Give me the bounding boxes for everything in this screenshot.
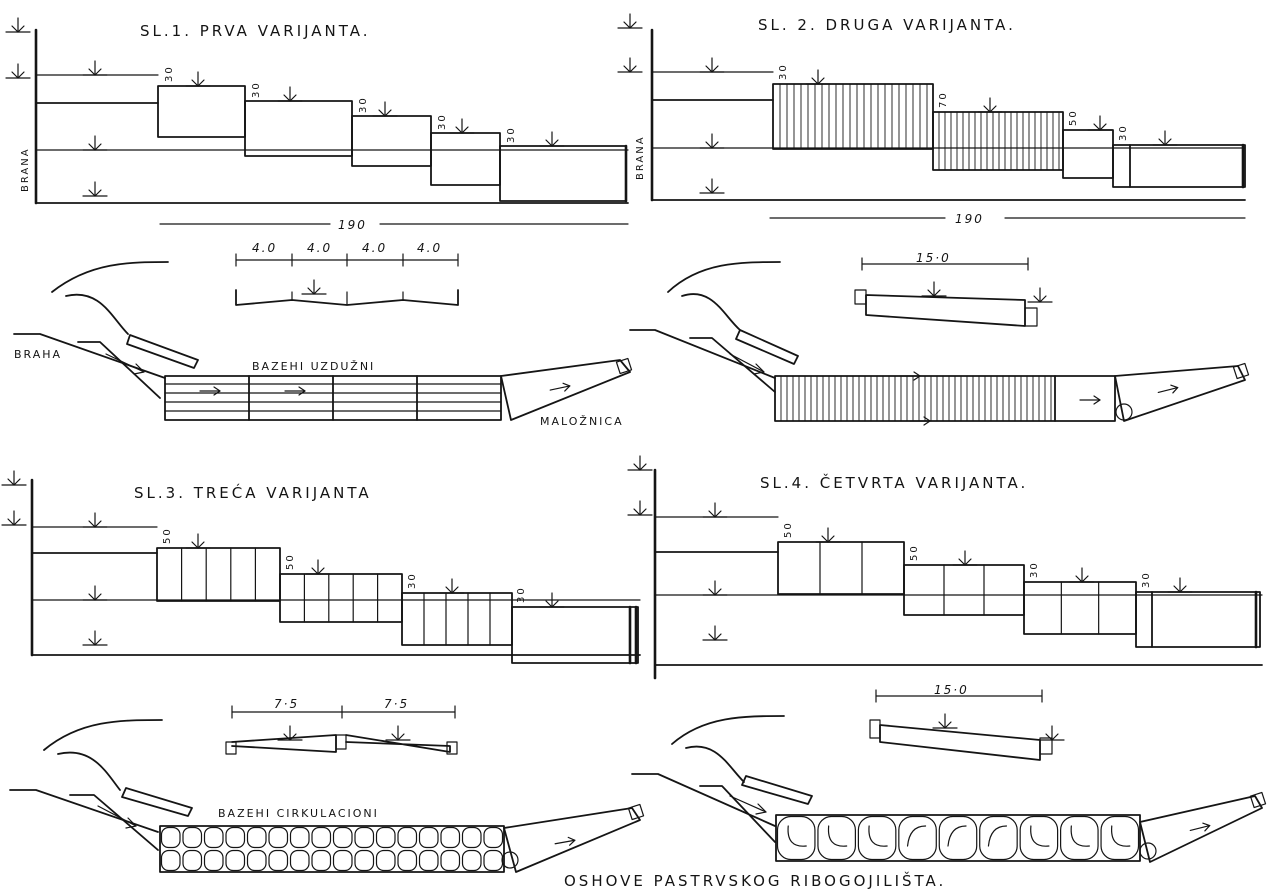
figure-4: SL.4. ČETVRTA VARIJANTA. 50 50 [627, 455, 1267, 863]
figure-1-title: SL.1. PRVA VARIJANTA. [140, 22, 371, 40]
figure-1-plan-dim-1: 4.0 [252, 241, 277, 255]
figure-3-drop-1: 50 [162, 527, 173, 544]
figure-4-plan-profile: 15·0 [869, 683, 1065, 761]
figure-2-length-label: 190 [955, 212, 984, 226]
figure-1-drop-1: 30 [164, 65, 175, 82]
figure-1-length-dimension: 190 [159, 218, 629, 232]
figure-3-drop-2: 50 [285, 553, 296, 570]
figure-4-layout-plan [631, 715, 1267, 863]
figure-1-plan-dim-4: 4.0 [417, 241, 442, 255]
footer-title: OSHOVE PASTRVSKOG RIBOGOJILIŠTA. [564, 871, 946, 890]
figure-1-river-label: BRAHA [14, 348, 62, 361]
figure-1-drop-4: 30 [437, 113, 448, 130]
figure-4-drop-4: 30 [1141, 571, 1152, 588]
figure-2-length-dimension: 190 [769, 212, 1246, 226]
figure-1-plan-profile: 4.0 4.0 4.0 4.0 [235, 241, 459, 306]
figure-2-drop-3: 50 [1068, 109, 1079, 126]
figure-3-plan-dim-1: 7·5 [274, 697, 299, 711]
figure-3-plan-profile: 7·5 7·5 [225, 697, 458, 755]
figure-3-title: SL.3. TREĆA VARIJANTA [134, 483, 372, 502]
figure-3-plan-dim-2: 7·5 [384, 697, 409, 711]
figure-1-drop-3: 30 [358, 96, 369, 113]
figure-3-drop-4: 30 [516, 586, 527, 603]
figure-1-layout-plan: BRAHA BAZEHI UZDUŽNI MALOŽNICA [13, 261, 633, 428]
figure-1-section: BRANA 30 30 30 30 30 [5, 17, 629, 205]
figure-3-circulation-grid [160, 826, 504, 872]
figure-3-layout-plan: BAZEHI CIRKULACIONI [9, 719, 645, 873]
figure-1-dam-label: BRANA [20, 147, 31, 192]
figure-2-drop-2: 70 [938, 91, 949, 108]
figure-3-cells [181, 547, 491, 646]
figure-2-plan-dim-1: 15·0 [916, 251, 951, 265]
figure-4-section: 50 50 30 30 [627, 455, 1263, 680]
figure-2-hatch-3 [780, 375, 1052, 422]
figure-2-hatch-2 [938, 111, 1060, 171]
figure-2-dam-label: BRANA [635, 135, 646, 180]
figure-3: SL.3. TREĆA VARIJANTA 50 50 3 [1, 470, 645, 873]
figure-1-basin-label: BAZEHI UZDUŽNI [252, 360, 375, 373]
figure-4-title: SL.4. ČETVRTA VARIJANTA. [760, 473, 1028, 492]
figure-4-drop-2: 50 [909, 544, 920, 561]
figure-1-outlet-label: MALOŽNICA [540, 415, 624, 428]
figure-3-section: 50 50 30 30 [1, 470, 641, 665]
figure-4-drop-3: 30 [1029, 561, 1040, 578]
figure-3-drop-3: 30 [407, 572, 418, 589]
figure-2-drop-4: 30 [1118, 124, 1129, 141]
figure-1-drop-5: 30 [506, 126, 517, 143]
figure-1-length-label: 190 [338, 218, 367, 232]
figure-2-title: SL. 2. DRUGA VARIJANTA. [758, 16, 1016, 34]
figure-2-hatch-1 [779, 83, 928, 150]
figure-3-basin-label: BAZEHI CIRKULACIONI [218, 807, 379, 820]
figure-2-layout-plan [629, 261, 1250, 426]
figure-1: SL.1. PRVA VARIJANTA. BRANA 30 [5, 17, 633, 428]
figure-4-cells [819, 541, 1100, 635]
figure-2-plan-profile: 15·0 [854, 251, 1053, 327]
figure-4-circulation-grid [776, 815, 1140, 861]
figure-1-plan-dim-3: 4.0 [362, 241, 387, 255]
figure-1-plan-dim-2: 4.0 [307, 241, 332, 255]
figure-2-section: BRANA 30 70 50 30 [617, 13, 1246, 202]
figure-4-drop-1: 50 [783, 521, 794, 538]
figure-4-plan-dim-1: 15·0 [934, 683, 969, 697]
figure-2-drop-1: 30 [778, 63, 789, 80]
figure-1-drop-2: 30 [251, 81, 262, 98]
figure-2: SL. 2. DRUGA VARIJANTA. BRANA [617, 13, 1250, 426]
